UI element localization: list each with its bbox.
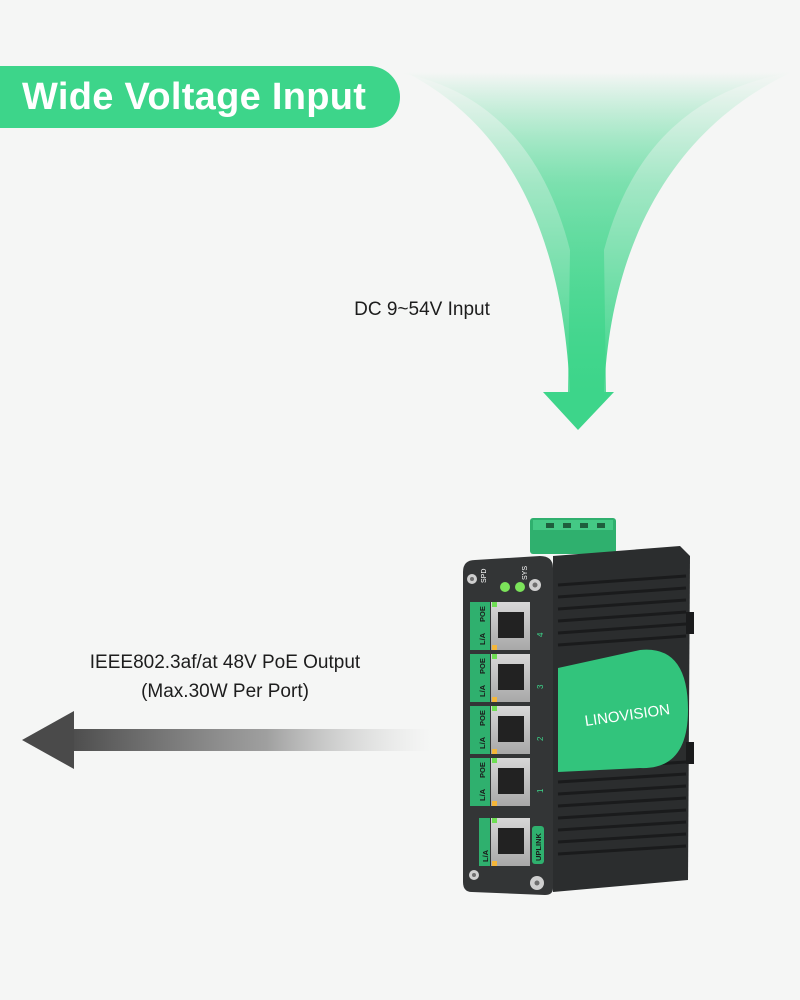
headline-badge: Wide Voltage Input <box>0 66 400 128</box>
down-arrow-icon <box>395 72 795 430</box>
uplink-label: UPLINK <box>534 833 543 862</box>
poe-label-4: POE <box>478 606 487 622</box>
port-number-4: 4 <box>536 632 545 637</box>
rj45-uplink-port <box>491 818 530 866</box>
poe-label-2: POE <box>478 710 487 726</box>
led-label-spd: SPD <box>481 569 488 583</box>
port-number-3: 3 <box>536 684 545 689</box>
la-label-3: L/A <box>478 684 487 697</box>
rj45-port-2 <box>491 706 530 754</box>
la-label-4: L/A <box>478 632 487 645</box>
rj45-port-3 <box>491 654 530 702</box>
port-number-1: 1 <box>536 788 545 793</box>
poe-label-1: POE <box>478 762 487 778</box>
rj45-port-4 <box>491 602 530 650</box>
input-voltage-label: DC 9~54V Input <box>354 299 490 320</box>
poe-switch-device: SPD SYS POE L/A POE L/A POE L/A POE L/A … <box>463 518 694 895</box>
la-label-1: L/A <box>478 788 487 801</box>
poe-output-label: IEEE802.3af/at 48V PoE Output (Max.30W P… <box>60 648 390 706</box>
rj45-port-1 <box>491 758 530 806</box>
la-label-uplink: L/A <box>481 849 490 862</box>
la-label-2: L/A <box>478 736 487 749</box>
led-label-sys: SYS <box>522 566 529 580</box>
poe-output-line1: IEEE802.3af/at 48V PoE Output <box>89 652 361 673</box>
port-number-2: 2 <box>536 736 545 741</box>
poe-output-line2: (Max.30W Per Port) <box>141 681 309 702</box>
headline-text: Wide Voltage Input <box>22 75 367 118</box>
left-arrow-icon <box>22 711 431 769</box>
poe-label-3: POE <box>478 658 487 674</box>
